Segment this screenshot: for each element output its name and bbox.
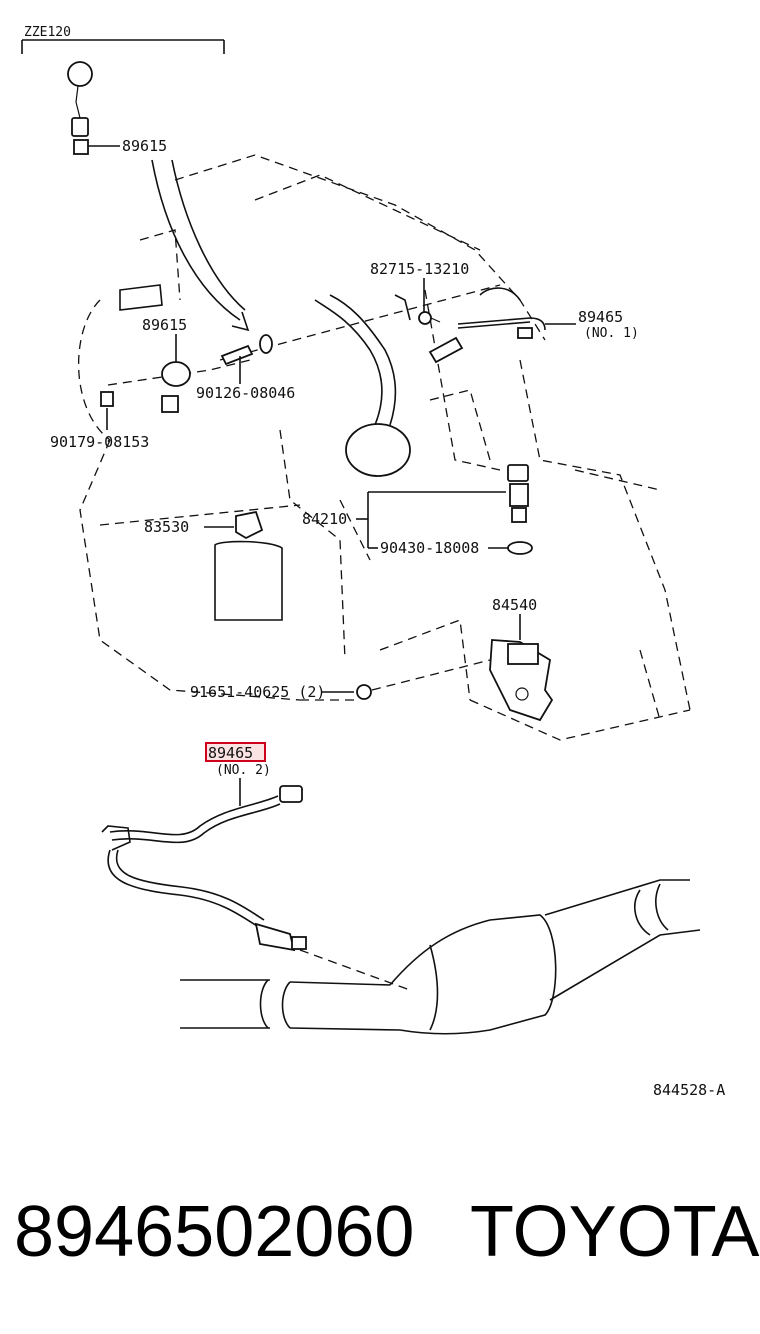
knock-sensor-top-illustration [67,61,93,155]
neutral-switch-illustration [489,639,554,722]
temp-sensor-illustration [507,464,529,523]
knock-sensor-mid-illustration [161,361,191,413]
note-no1: (NO. 1) [584,326,639,341]
part-number: 8946502060 [14,1192,414,1272]
label-84540: 84540 [492,596,537,614]
label-90126: 90126-08046 [196,384,295,402]
bolt-90126-illustration [220,334,273,366]
label-89615-top: 89615 [122,137,167,155]
brand-name: TOYOTA [470,1192,759,1272]
relay-82715-illustration [418,311,441,325]
o2-sensor-no2-illustration [101,785,307,952]
nut-illustration [356,684,372,700]
label-89465-no2: 89465 [208,744,253,762]
gasket-illustration [507,541,533,555]
intake-hose [119,284,521,477]
note-no2: (NO. 2) [216,763,271,778]
label-84210: 84210 [302,510,347,528]
label-82715: 82715-13210 [370,260,469,278]
exhaust-pipe-illustration [180,879,701,1035]
highlight-box [205,742,266,762]
label-90179: 90179-08153 [50,433,149,451]
model-code: ZZE120 [24,25,71,40]
label-83530: 83530 [144,518,189,536]
o2-sensor-no1-illustration [428,317,546,364]
bolt-90179-illustration [100,391,114,407]
figure-code: 844528-A [653,1081,725,1099]
label-91651: 91651-40625 (2) [190,683,325,701]
label-89465-no1: 89465 [578,308,623,326]
label-89615-mid: 89615 [142,316,187,334]
oil-switch-illustration [214,510,283,621]
label-90430: 90430-18008 [380,539,479,557]
